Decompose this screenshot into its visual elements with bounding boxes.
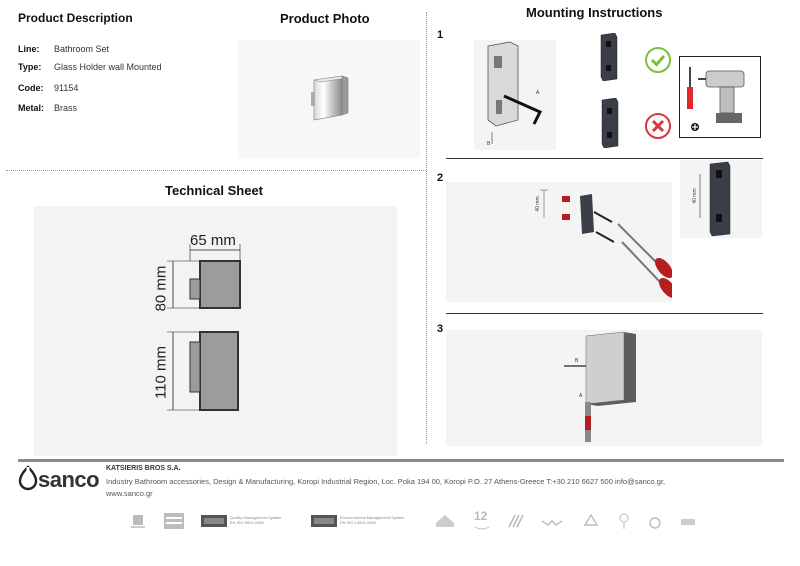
step-number-1: 1 xyxy=(437,29,444,41)
spec-value: 91154 xyxy=(54,83,79,93)
dim-bottom-label: 110 mm xyxy=(152,345,170,400)
glass-holder-photo xyxy=(311,75,349,121)
sun-badge-icon xyxy=(615,511,633,531)
design-badge-icon xyxy=(679,511,697,531)
warranty-years-badge-icon xyxy=(473,511,491,531)
technical-sheet-title: Technical Sheet xyxy=(165,183,264,198)
quality-100-badge-icon xyxy=(164,511,184,531)
step2-dim-left: 40 mm xyxy=(535,196,541,212)
step-divider xyxy=(446,313,763,314)
spec-row-code: Code: 91154 xyxy=(18,83,78,93)
bracket-wrong-drawing xyxy=(601,97,619,149)
product-photo-panel xyxy=(238,40,420,158)
screwdriver-drill-icon xyxy=(687,67,745,131)
step2-image xyxy=(446,182,677,302)
sanco-logo-icon xyxy=(18,465,38,491)
address-line-1: Industry Bathroom accessories, Design & … xyxy=(106,477,666,486)
step-number-3: 3 xyxy=(437,323,444,335)
dowels-screws-drawing xyxy=(540,189,677,298)
step3-label-a: A xyxy=(579,393,583,399)
final-assembly-drawing xyxy=(564,331,636,442)
bracket-detail-drawing xyxy=(699,161,731,237)
iso-14001-caption: Environmental Management System EN ISO 1… xyxy=(340,515,405,525)
technical-sheet-panel xyxy=(34,206,397,456)
eco-house-badge-icon xyxy=(434,511,456,531)
bracket-allen-key-drawing xyxy=(487,41,543,144)
water-saving-badge-icon xyxy=(648,511,662,531)
column-divider xyxy=(426,12,427,444)
step2-dim-right: 40 mm xyxy=(692,188,698,204)
section-divider xyxy=(6,170,426,171)
dim-top-label: 80 mm xyxy=(152,265,170,312)
mounting-title: Mounting Instructions xyxy=(526,5,663,20)
company-name: KATSIERIS BROS S.A. xyxy=(106,465,181,472)
spec-label: Type: xyxy=(18,62,42,72)
wave-badge-icon xyxy=(540,511,564,531)
step1-bracket-image xyxy=(474,40,556,150)
step3-label-b: B xyxy=(575,358,579,364)
step-number-2: 2 xyxy=(437,172,444,184)
spec-value: Glass Holder wall Mounted xyxy=(54,62,162,72)
spec-label: Line: xyxy=(18,44,40,54)
iso-9001-caption: Quality Management System EN ISO 9001:20… xyxy=(230,515,282,525)
step2-bracket-detail xyxy=(680,160,762,238)
company-address: Industry Bathroom accessories, Design & … xyxy=(106,476,706,500)
hotel-badge-icon xyxy=(131,511,145,531)
step1-label-a: A xyxy=(536,90,540,96)
spec-label: Metal: xyxy=(18,103,45,113)
bracket-correct-drawing xyxy=(600,32,618,82)
spec-row-metal: Metal: Brass xyxy=(18,103,77,113)
spec-row-line: Line: Bathroom Set xyxy=(18,44,109,54)
warranty-years: 12 xyxy=(474,509,488,523)
website-link[interactable]: www.sanco.gr xyxy=(106,489,153,498)
sanco-logo-text: sanco xyxy=(38,467,100,492)
step-divider xyxy=(446,158,763,159)
bracket-wrong-image xyxy=(598,97,622,149)
spec-value: Brass xyxy=(54,103,78,113)
spec-row-type: Type: Glass Holder wall Mounted xyxy=(18,62,162,72)
bracket-correct-image xyxy=(597,32,621,82)
step3-image xyxy=(446,330,762,446)
spec-label: Code: xyxy=(18,83,44,93)
lines-badge-icon xyxy=(507,511,525,531)
spec-value: Bathroom Set xyxy=(54,44,110,54)
step1-label-b: B xyxy=(487,141,491,147)
check-icon xyxy=(645,47,671,73)
dim-width-label: 65 mm xyxy=(190,232,236,249)
footer-divider xyxy=(18,459,784,462)
recycle-badge-icon xyxy=(582,511,600,531)
technical-drawing xyxy=(167,244,241,411)
product-description-title: Product Description xyxy=(18,11,133,25)
tools-box xyxy=(679,56,761,138)
iso-14001-badge-icon xyxy=(311,511,337,531)
cross-icon xyxy=(645,113,671,139)
iso-9001-badge-icon xyxy=(201,511,227,531)
product-photo-title: Product Photo xyxy=(280,11,370,26)
